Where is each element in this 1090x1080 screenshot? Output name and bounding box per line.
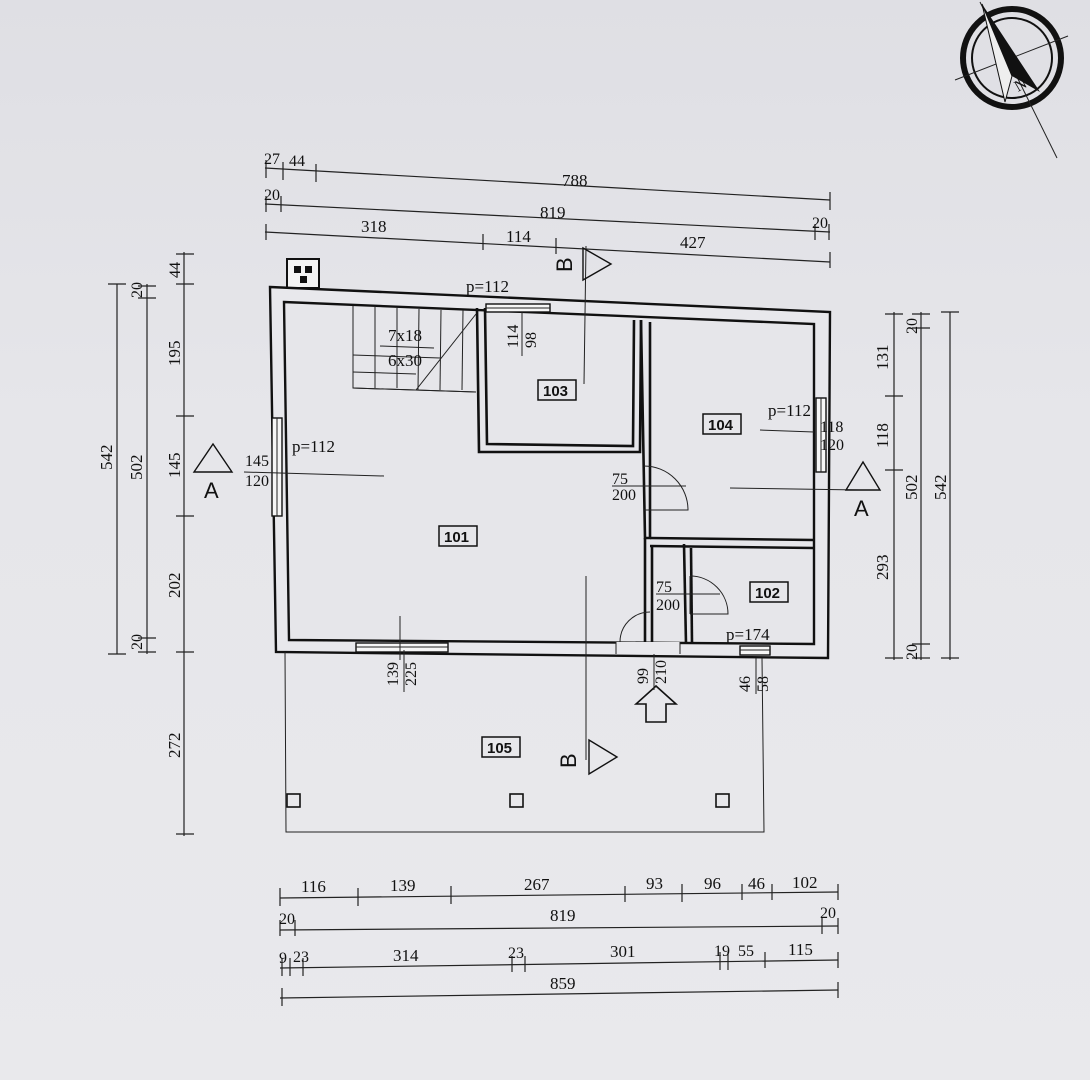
svg-text:102: 102 [792,873,818,892]
svg-text:23: 23 [293,949,309,966]
right-dimensions: 131 118 293 20 502 20 542 [873,311,959,660]
svg-text:202: 202 [165,573,184,599]
opening-annotations: p=112 114 98 p=112 145 120 p=112 118 120… [245,277,844,694]
svg-text:46: 46 [748,874,765,893]
svg-text:20: 20 [812,215,828,232]
terrace [284,651,765,833]
svg-text:A: A [854,496,869,521]
svg-text:502: 502 [902,475,921,501]
chimney [286,258,320,289]
section-lines: A A B B [192,245,882,776]
svg-text:98: 98 [523,332,540,348]
svg-text:318: 318 [361,217,387,236]
svg-text:p=174: p=174 [726,625,770,644]
svg-text:145: 145 [165,453,184,479]
svg-text:427: 427 [680,233,706,252]
room-101-label: 101 [444,529,469,546]
svg-text:93: 93 [646,874,663,893]
svg-text:p=112: p=112 [768,401,811,420]
svg-text:788: 788 [562,171,588,190]
svg-text:225: 225 [403,662,420,686]
svg-text:120: 120 [820,437,844,454]
openings [271,303,827,656]
svg-text:27: 27 [264,151,280,168]
left-dimensions: 542 502 20 20 44 195 145 202 272 [97,252,194,836]
building-walls [268,258,832,660]
svg-text:115: 115 [788,940,813,959]
svg-text:210: 210 [653,660,670,684]
room-labels: 101 102 103 104 105 [438,379,789,758]
section-b-top-marker [582,246,613,282]
svg-text:46: 46 [737,676,754,692]
svg-text:139: 139 [385,662,402,686]
svg-text:96: 96 [704,874,721,893]
section-b-bottom-marker [588,738,619,776]
svg-text:9: 9 [279,950,287,967]
svg-text:542: 542 [931,475,950,501]
svg-text:20: 20 [264,187,280,204]
section-a-right-marker [844,460,882,491]
room-104-label: 104 [708,417,734,434]
svg-text:314: 314 [393,946,419,965]
svg-text:20: 20 [129,282,146,298]
svg-text:145: 145 [245,453,269,470]
bottom-dimensions: 116 139 267 93 96 46 102 20 819 20 9 23 … [279,873,839,1006]
svg-text:200: 200 [656,597,680,614]
svg-text:272: 272 [165,733,184,759]
north-compass-icon: N [954,1,1069,159]
svg-text:819: 819 [540,203,566,222]
svg-text:139: 139 [390,876,416,895]
section-a-left-marker [192,442,234,473]
top-dimensions: 27 44 788 20 819 20 318 114 427 [264,151,831,268]
svg-text:p=112: p=112 [466,277,509,296]
svg-text:99: 99 [635,668,652,684]
room-102-label: 102 [755,585,780,602]
svg-text:20: 20 [279,911,295,928]
svg-text:116: 116 [301,877,326,896]
svg-text:23: 23 [508,945,524,962]
svg-text:542: 542 [97,445,116,471]
svg-text:B: B [552,257,577,272]
svg-text:120: 120 [245,473,269,490]
svg-text:7x18: 7x18 [388,326,422,345]
svg-text:301: 301 [610,942,636,961]
svg-text:859: 859 [550,974,576,993]
room-103-label: 103 [543,383,568,400]
svg-text:6x30: 6x30 [388,351,422,370]
svg-text:114: 114 [505,325,522,348]
svg-text:B: B [556,753,581,768]
svg-text:20: 20 [820,905,836,922]
svg-text:p=112: p=112 [292,437,335,456]
svg-text:293: 293 [873,555,892,581]
svg-text:44: 44 [289,153,305,170]
svg-text:20: 20 [904,318,921,334]
svg-text:118: 118 [873,423,892,448]
svg-text:55: 55 [738,943,754,960]
svg-text:114: 114 [506,227,531,246]
svg-text:A: A [204,478,219,503]
svg-text:267: 267 [524,875,550,894]
svg-text:44: 44 [167,262,184,278]
svg-text:819: 819 [550,906,576,925]
svg-text:131: 131 [873,345,892,371]
entrance-arrow-icon [633,684,679,723]
svg-text:20: 20 [129,634,146,650]
svg-text:20: 20 [904,644,921,660]
svg-text:75: 75 [612,471,628,488]
svg-text:502: 502 [127,455,146,481]
svg-text:58: 58 [755,676,772,692]
svg-text:200: 200 [612,487,636,504]
svg-text:75: 75 [656,579,672,596]
svg-text:19: 19 [714,943,730,960]
svg-text:195: 195 [165,341,184,367]
room-105-label: 105 [487,740,512,757]
svg-text:118: 118 [820,419,843,436]
